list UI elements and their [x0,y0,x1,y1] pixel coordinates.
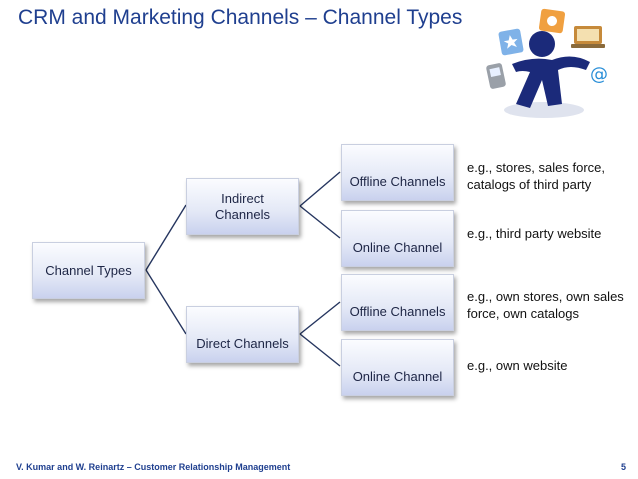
node-label: Channel Types [45,262,132,278]
node-label: Online Channel [352,369,443,384]
example-direct-offline: e.g., own stores, own sales force, own c… [467,289,624,321]
example-direct-online: e.g., own website [467,358,568,373]
connector-direct-online [299,333,341,367]
connector-direct-offline [299,301,341,335]
node-direct-channels: Direct Channels [186,306,299,363]
connector-root-direct [145,269,187,335]
node-direct-offline: Offline Channels [341,274,454,331]
page-number: 5 [621,462,627,472]
node-indirect-online: Online Channel [341,210,454,267]
slide-title: CRM and Marketing Channels – Channel Typ… [18,6,463,29]
example-indirect-offline: e.g., stores, sales force, catalogs of t… [467,160,606,192]
node-direct-online: Online Channel [341,339,454,396]
footer-citation: V. Kumar and W. Reinartz – Customer Rela… [16,462,291,472]
node-channel-types: Channel Types [32,242,145,299]
example-indirect-online: e.g., third party website [467,226,602,241]
node-indirect-channels: Indirect Channels [186,178,299,235]
node-label: Offline Channels [349,304,446,319]
connector-indirect-offline [299,171,341,207]
node-label: Indirect Channels [215,190,270,222]
at-sign-icon: @ [590,64,608,85]
node-label: Online Channel [352,240,443,255]
node-label: Offline Channels [349,174,446,189]
connector-indirect-online [299,205,341,239]
node-label: Direct Channels [196,336,289,351]
node-indirect-offline: Offline Channels [341,144,454,201]
connector-root-indirect [145,204,187,271]
person-with-icons-illustration: @ [486,8,608,118]
